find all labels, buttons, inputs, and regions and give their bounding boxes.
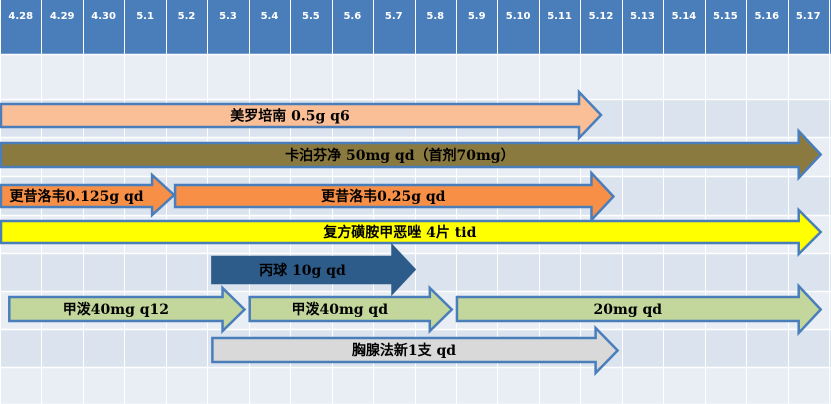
date-label: 5.11 — [547, 11, 572, 22]
date-label: 4.28 — [8, 11, 33, 22]
date-label: 5.8 — [426, 11, 444, 22]
date-label: 5.14 — [672, 11, 697, 22]
date-label: 5.12 — [589, 11, 614, 22]
arrow-label: 20mg qd — [594, 302, 663, 318]
medication-arrow-thymalfasin: 胸腺法新1支 qd — [211, 324, 620, 377]
date-label: 5.4 — [261, 11, 279, 22]
arrow-label: 丙球 10g qd — [259, 262, 346, 279]
date-label: 5.7 — [385, 11, 403, 22]
arrow-label: 复方磺胺甲恶唑 4片 tid — [322, 224, 476, 241]
arrow-label: 美罗培南 0.5g q6 — [230, 108, 349, 125]
arrow-shape — [248, 285, 454, 334]
date-label: 5.2 — [178, 11, 196, 22]
arrow-label: 更昔洛韦0.125g qd — [9, 188, 143, 205]
arrow-label: 胸腺法新1支 qd — [352, 342, 456, 359]
arrow-shape — [211, 324, 620, 377]
medication-arrow-ganciclovir1: 更昔洛韦0.125g qd — [0, 172, 176, 218]
medication-arrow-smz: 复方磺胺甲恶唑 4片 tid — [0, 206, 823, 258]
medication-arrow-ganciclovir2: 更昔洛韦0.25g qd — [173, 169, 616, 224]
arrow-shape — [0, 206, 823, 258]
arrow-label: 更昔洛韦0.25g qd — [321, 188, 446, 205]
medication-arrow-meropenem: 美罗培南 0.5g q6 — [0, 88, 603, 142]
date-label: 5.5 — [302, 11, 320, 22]
medication-arrow-ivig: 丙球 10g qd — [211, 242, 417, 297]
medication-arrow-mp2: 甲泼40mg qd — [248, 285, 454, 334]
date-label: 5.6 — [343, 11, 361, 22]
date-label: 5.1 — [136, 11, 154, 22]
medication-arrow-caspofungin: 卡泊芬净 50mg qd（首剂70mg） — [0, 127, 823, 182]
medication-arrow-mp3: 20mg qd — [455, 282, 823, 337]
arrow-shape — [8, 285, 247, 334]
date-label: 5.15 — [713, 11, 738, 22]
date-label: 4.29 — [50, 11, 75, 22]
arrow-shape — [211, 242, 417, 297]
date-label: 5.10 — [506, 11, 531, 22]
arrow-label: 甲泼40mg qd — [291, 301, 388, 318]
date-label: 5.17 — [796, 11, 821, 22]
arrow-shape — [0, 127, 823, 182]
date-label: 5.9 — [468, 11, 486, 22]
arrow-label: 甲泼40mg q12 — [63, 301, 169, 318]
arrow-shape — [173, 169, 616, 224]
medication-arrow-mp1: 甲泼40mg q12 — [8, 285, 247, 334]
arrow-shape — [0, 88, 603, 142]
date-label: 5.3 — [219, 11, 237, 22]
arrow-shape — [0, 172, 176, 218]
date-label: 5.16 — [754, 11, 779, 22]
date-label: 5.13 — [630, 11, 655, 22]
arrow-label: 卡泊芬净 50mg qd（首剂70mg） — [285, 147, 515, 164]
arrow-shape — [455, 282, 823, 337]
date-label: 4.30 — [91, 11, 116, 22]
